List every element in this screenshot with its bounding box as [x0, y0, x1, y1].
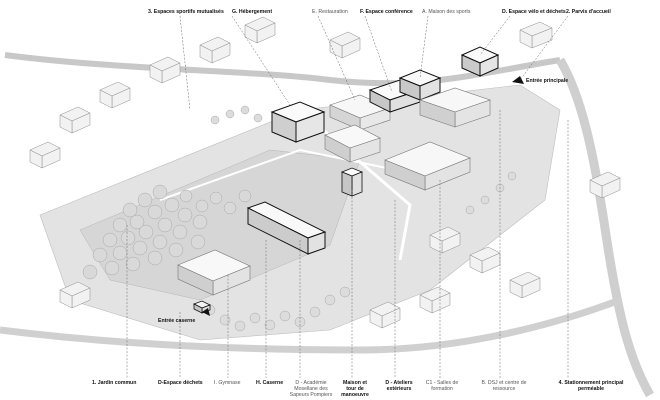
label-entree-principale: Entrée principale: [526, 78, 569, 84]
east-road: [556, 57, 654, 398]
label-espaces-sportifs: 3. Espaces sportifs mutualisés: [148, 9, 224, 15]
entrance-arrow-main: [512, 76, 524, 84]
label-entree-caserne: Entrée caserne: [158, 318, 196, 324]
building-maison-sports: [398, 69, 442, 101]
label-academie: D - Académie Mosellane des Sapeurs Pompi…: [289, 380, 333, 398]
label-maison-sports: A. Maison des sports: [422, 9, 471, 15]
label-ateliers: D - Ateliers extérieurs: [385, 380, 413, 392]
label-jardin: 1. Jardin commun: [92, 380, 137, 386]
building-dsj: [419, 87, 491, 128]
entrance-arrow-caserne: [202, 308, 210, 316]
neighbour-houses: [29, 16, 621, 329]
forest-trees: [82, 184, 252, 280]
building-restauration: [329, 94, 391, 131]
building-gymnase: [177, 249, 251, 296]
label-maison-tour: Maison et tour de manoeuvre: [341, 380, 369, 398]
label-caserne: H. Caserne: [256, 380, 284, 386]
south-road: [0, 296, 622, 354]
building-salles-formation: [384, 141, 471, 191]
building-caserne: [246, 201, 327, 255]
label-salles: C1 - Salles de formation: [425, 380, 459, 392]
label-espace-dechets: D-Espace déchets: [158, 380, 203, 386]
label-stationnement: 4. Stationnement principal perméable: [558, 380, 624, 392]
building-tour-manoeuvre: [340, 167, 364, 197]
label-parvis: 2. Parvis d'accueil: [566, 9, 611, 15]
internal-path-2: [159, 148, 421, 201]
label-espace-velo: D. Espace vélo et déchets: [502, 9, 566, 15]
building-dechets: [193, 300, 211, 314]
label-hebergement: G. Hébergement: [232, 9, 273, 15]
building-conference-hall: [324, 124, 381, 163]
label-dsj: B. DSJ et centre de ressource: [481, 380, 527, 392]
building-hebergement: [270, 101, 326, 143]
label-restauration: E. Restauration: [312, 9, 348, 15]
label-espace-conference: F. Espace conférence: [360, 9, 413, 15]
leader-lines: [126, 15, 569, 378]
label-gymnase: I. Gymnase: [214, 380, 241, 386]
